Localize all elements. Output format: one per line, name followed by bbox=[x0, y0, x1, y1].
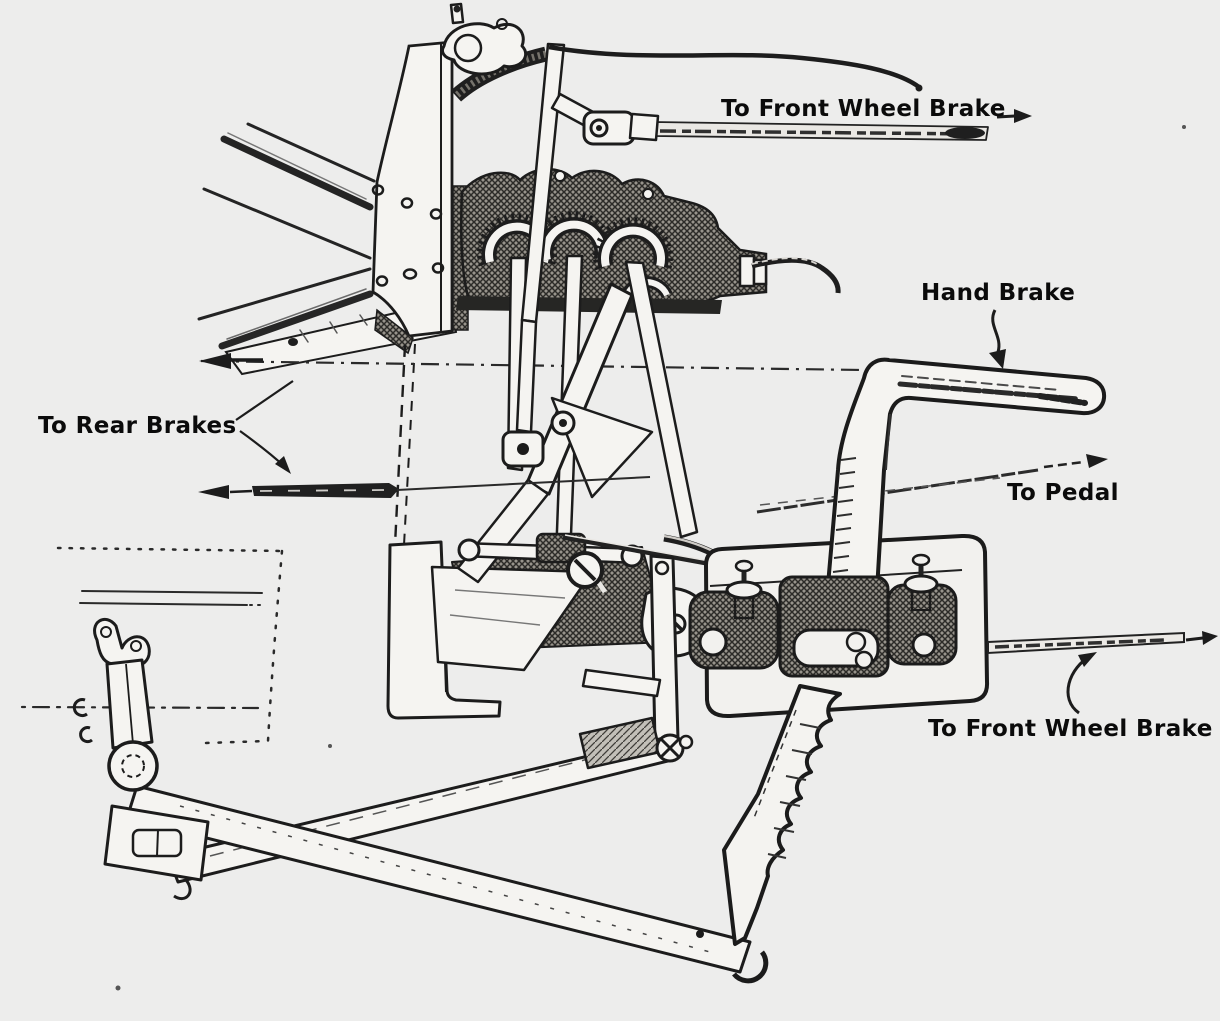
hanging-rod bbox=[624, 260, 699, 539]
arrow-right-icon bbox=[996, 109, 1032, 123]
label-to-pedal: To Pedal bbox=[1007, 480, 1119, 506]
pedal-shaft-yoke bbox=[72, 618, 210, 901]
housing-bolt bbox=[725, 559, 763, 619]
arrow-down-icon bbox=[989, 309, 1006, 369]
upper-works bbox=[440, 2, 989, 434]
front-brake-rod-upper bbox=[653, 121, 989, 141]
arrow-up-icon bbox=[1066, 652, 1097, 715]
hand-brake-housing-internals bbox=[688, 553, 958, 678]
label-hand-brake: Hand Brake bbox=[921, 280, 1076, 306]
hidden-outline bbox=[20, 546, 284, 745]
bell-crank bbox=[550, 396, 654, 499]
arrow-right-icon bbox=[1202, 631, 1218, 645]
rivets bbox=[371, 184, 445, 287]
grip-texture bbox=[897, 375, 1088, 406]
ratchet-quadrant bbox=[722, 684, 842, 946]
radius-arm-lower bbox=[125, 784, 769, 984]
annotation-arrows bbox=[235, 109, 1097, 715]
pedal-rod bbox=[756, 454, 1108, 514]
scan-specks bbox=[115, 125, 1186, 991]
arrow-right-icon bbox=[1086, 454, 1108, 468]
label-to-front-wheel-brake-top: To Front Wheel Brake bbox=[721, 96, 1006, 122]
pointer-lines bbox=[235, 380, 294, 474]
gear-sector bbox=[593, 217, 673, 271]
rear-brake-rod-lower bbox=[198, 476, 651, 499]
arrow-left-icon bbox=[198, 485, 229, 499]
housing-bolt bbox=[903, 553, 939, 611]
rear-brake-rods bbox=[197, 122, 376, 321]
front-brake-rod-lower bbox=[987, 631, 1218, 655]
pedal-shaft-arms bbox=[72, 618, 769, 984]
arrow-down-right-icon bbox=[275, 456, 291, 474]
arrow-left-icon bbox=[199, 353, 231, 369]
label-to-rear-brakes: To Rear Brakes bbox=[38, 413, 237, 439]
label-to-front-wheel-brake-bottom: To Front Wheel Brake bbox=[928, 716, 1213, 742]
